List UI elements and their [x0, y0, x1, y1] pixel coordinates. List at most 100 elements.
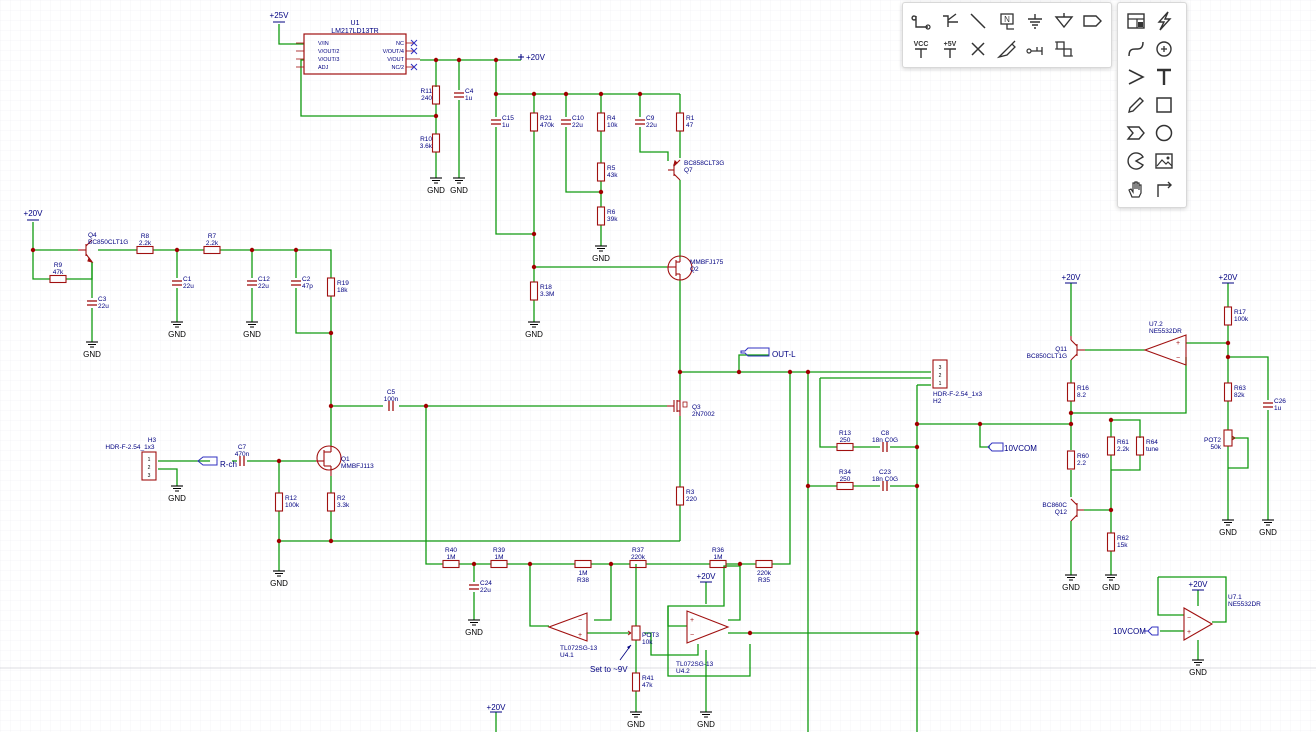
pie-tool-button[interactable]: [1123, 149, 1149, 173]
net-label-tool-button[interactable]: N: [994, 9, 1020, 33]
sheet-tool-button[interactable]: [1123, 9, 1149, 33]
q1-jfet[interactable]: [316, 445, 342, 476]
net-label-r-ch[interactable]: R-ch: [197, 456, 237, 469]
rectangle-tool-button[interactable]: [1151, 93, 1177, 117]
polyline-tool-button[interactable]: [1123, 65, 1149, 89]
no-connect-tool-icon: [971, 42, 985, 56]
pin-tool-button[interactable]: [1022, 37, 1048, 61]
svg-text:3: 3: [148, 473, 151, 479]
q12-transistor[interactable]: [1070, 498, 1084, 522]
q1-value: MMBFJ113: [341, 463, 374, 470]
r41-ref: R41: [642, 675, 654, 682]
bezier-bolt-button[interactable]: [1151, 9, 1177, 33]
circle-plus-button[interactable]: [1151, 37, 1177, 61]
h2-connector[interactable]: 3 2 1 HDR-F-2.54_1x3 H2: [932, 359, 983, 405]
pan-hand-button[interactable]: [1123, 177, 1149, 201]
group-tool-button[interactable]: [1051, 37, 1077, 61]
u42-opamp[interactable]: +− TL072SG-13 U4.2: [676, 610, 730, 675]
net-label-out-l[interactable]: OUT-L: [740, 347, 796, 359]
r7-resistor[interactable]: R72.2k: [203, 233, 221, 255]
q3-mosfet[interactable]: [667, 400, 688, 416]
q11-transistor[interactable]: [1070, 336, 1085, 361]
pot2-potentiometer[interactable]: POT2 50k: [1204, 429, 1236, 451]
u72-opamp[interactable]: +− U7.2 NE5532DR: [1143, 321, 1187, 366]
connectors: 1 2 3 H3 HDR-F-2.54_1x3 3 2 1 HDR-F-2.54…: [105, 359, 983, 481]
net-label-10vcom-mid[interactable]: 10VCOM: [987, 442, 1037, 453]
circle-tool-button[interactable]: [1151, 121, 1177, 145]
text-tool-button[interactable]: [1151, 65, 1177, 89]
q2-jfet[interactable]: [667, 255, 693, 281]
r9-ref: R9: [54, 262, 63, 269]
triangle-tool-button[interactable]: [1051, 9, 1077, 33]
connector-tool-button[interactable]: [1151, 177, 1177, 201]
u41-opamp[interactable]: −+ TL072SG-13 U4.1: [547, 612, 598, 659]
net-port-tool-button[interactable]: [1079, 9, 1105, 33]
r8-resistor[interactable]: R82.2k: [136, 233, 154, 255]
net-label-10vcom-bottom[interactable]: 10VCOM: [1113, 626, 1159, 636]
r2-resistor[interactable]: R23.3k: [326, 492, 351, 512]
plus5v-tool-button[interactable]: +5V: [937, 37, 963, 61]
h3-connector[interactable]: 1 2 3 H3 HDR-F-2.54_1x3: [105, 437, 157, 481]
u71-opamp[interactable]: −+ U7.1 NE5532DR: [1183, 594, 1261, 641]
wire-tool-button[interactable]: [908, 9, 934, 33]
bus-tool-button[interactable]: [937, 9, 963, 33]
q7-transistor[interactable]: [668, 159, 681, 181]
u1-regulator[interactable]: U1 LM217LD13TR V/IN V/OUT/2 V/OUT/3 ADJ …: [296, 20, 420, 75]
q4-ref: Q4: [88, 232, 97, 239]
ground-tool-button[interactable]: [1022, 9, 1048, 33]
no-connect-tool-button[interactable]: [965, 37, 991, 61]
line-tool-button[interactable]: [965, 9, 991, 33]
pot3-potentiometer[interactable]: POT3 10k Set to ~9V: [590, 625, 659, 674]
arc-tool-button[interactable]: [1123, 37, 1149, 61]
polygon-tool-button[interactable]: [1123, 121, 1149, 145]
vcc-tool-button[interactable]: VCC: [908, 37, 934, 61]
q4-transistor[interactable]: [78, 239, 94, 263]
probe-tool-button[interactable]: [994, 37, 1020, 61]
pencil-tool-button[interactable]: [1123, 93, 1149, 117]
image-tool-button[interactable]: [1151, 149, 1177, 173]
